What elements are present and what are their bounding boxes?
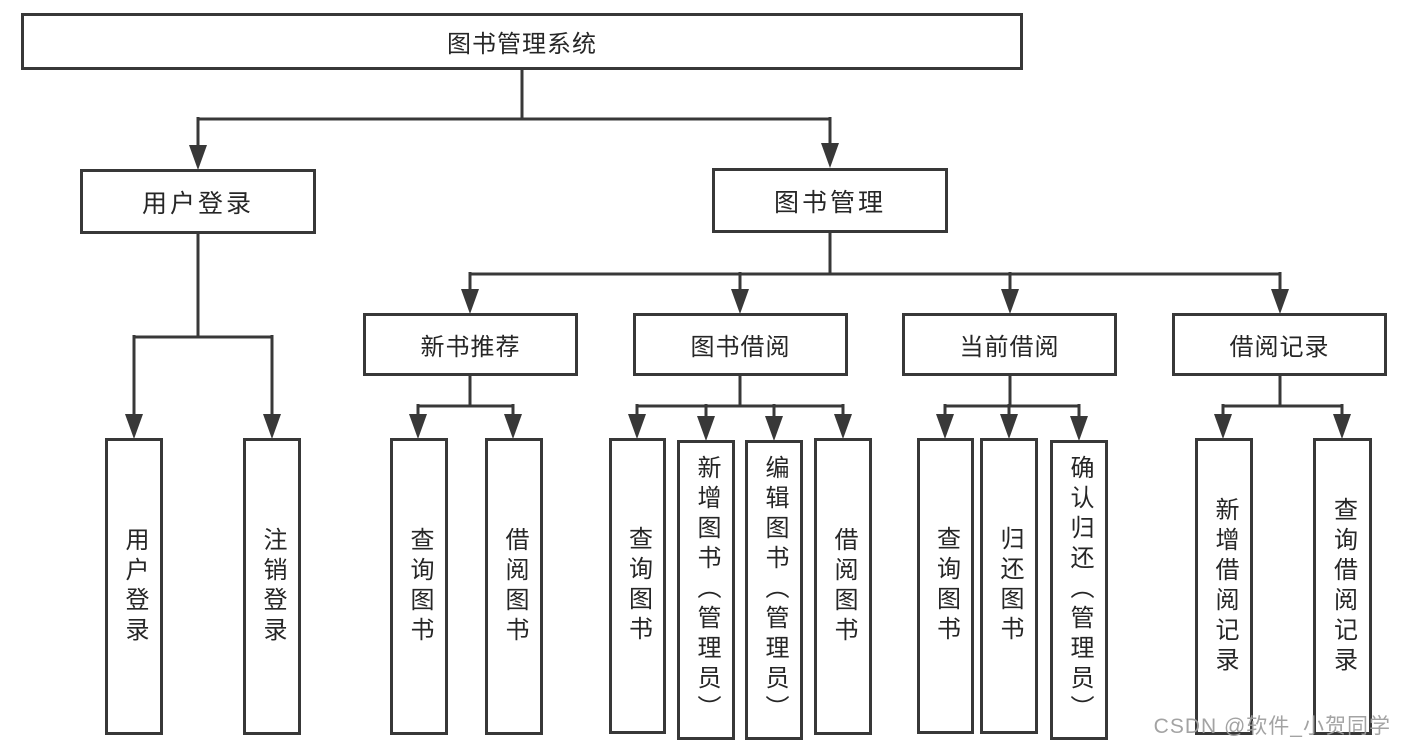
arrowhead-to-book-borrow — [731, 289, 749, 314]
watermark: CSDN @软件_小贺同学 — [1153, 715, 1391, 738]
connector-user-login-split — [132, 234, 274, 420]
leaf-bb-borrow-books: 借阅图书 — [814, 438, 872, 735]
arrowhead-to-leaf-cb-search — [936, 414, 954, 439]
connector-current-borrow-split — [943, 376, 1081, 422]
leaf-logout: 注销登录 — [243, 438, 301, 735]
arrowhead-to-leaf-bb-borrow — [834, 414, 852, 439]
arrowhead-to-leaf-br-search — [1333, 414, 1351, 439]
node-current-borrow: 当前借阅 — [902, 313, 1117, 376]
arrowhead-to-new-books — [461, 289, 479, 314]
arrowhead-to-leaf-nb-borrow — [504, 414, 522, 439]
node-user-login: 用户登录 — [80, 169, 316, 234]
arrowhead-to-leaf-bb-add — [697, 416, 715, 441]
arrowhead-to-current-borrow — [1001, 289, 1019, 314]
node-library-system: 图书管理系统 — [21, 13, 1023, 70]
connector-borrow-records-split — [1221, 376, 1344, 420]
connector-root-split — [196, 70, 832, 150]
arrowhead-to-leaf-user-login — [125, 414, 143, 439]
node-book-mgmt: 图书管理 — [712, 168, 948, 233]
arrowhead-to-leaf-br-add — [1214, 414, 1232, 439]
arrowhead-to-user-login — [189, 145, 207, 170]
leaf-user-login: 用户登录 — [105, 438, 163, 735]
arrowhead-to-leaf-logout — [263, 414, 281, 439]
leaf-br-search-record: 查询借阅记录 — [1313, 438, 1372, 735]
leaf-cb-return-books: 归还图书 — [980, 438, 1038, 734]
connector-book-borrow-split — [635, 376, 845, 422]
arrowhead-to-leaf-bb-search — [628, 414, 646, 439]
node-borrow-records: 借阅记录 — [1172, 313, 1387, 376]
connector-book-mgmt-split — [468, 233, 1282, 295]
arrowhead-to-borrow-records — [1271, 289, 1289, 314]
leaf-cb-confirm-return-admin: 确认归还（管理员） — [1050, 440, 1108, 740]
arrowhead-to-leaf-bb-edit — [765, 416, 783, 441]
arrowhead-to-book-mgmt — [821, 143, 839, 168]
arrowhead-to-leaf-cb-confirm — [1070, 416, 1088, 441]
node-new-books: 新书推荐 — [363, 313, 578, 376]
leaf-bb-search-books: 查询图书 — [609, 438, 666, 734]
leaf-nb-search-books: 查询图书 — [390, 438, 448, 735]
leaf-bb-edit-books-admin: 编辑图书（管理员） — [745, 440, 803, 740]
leaf-nb-borrow-books: 借阅图书 — [485, 438, 543, 735]
leaf-cb-search-books: 查询图书 — [917, 438, 974, 734]
arrowhead-to-leaf-cb-return — [1000, 414, 1018, 439]
leaf-bb-add-books-admin: 新增图书（管理员） — [677, 440, 735, 740]
leaf-br-add-record: 新增借阅记录 — [1195, 438, 1253, 735]
node-book-borrow: 图书借阅 — [633, 313, 848, 376]
connector-new-books-split — [416, 376, 515, 420]
arrowhead-to-leaf-nb-search — [409, 414, 427, 439]
